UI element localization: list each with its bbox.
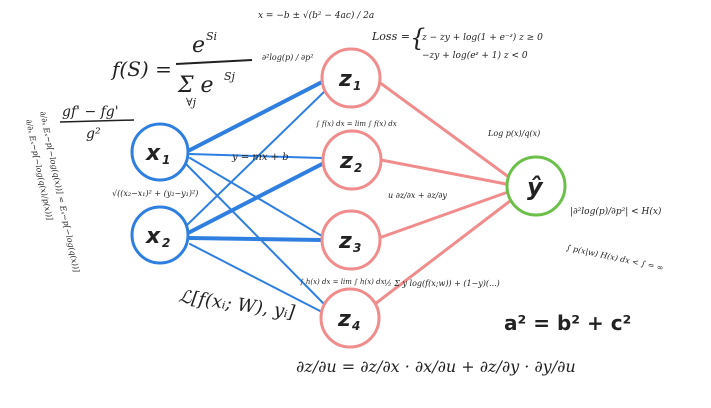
node-z4: z 4	[319, 287, 381, 349]
loss-functional: ℒ[f(xᵢ; W), yᵢ]	[177, 286, 297, 323]
node-y-hat-label: ŷ	[527, 173, 544, 201]
node-z2: z 2	[321, 129, 383, 191]
second-derivative-right: |∂²log(p)/∂p²| < H(x)	[570, 206, 662, 217]
softmax-denominator-sub: ∀j	[186, 96, 197, 109]
node-x1-sub: 1	[162, 153, 170, 167]
edge-x2-z2	[188, 162, 324, 234]
edge-x2-z3	[188, 236, 324, 242]
line-equation: y = mx + b	[231, 152, 289, 163]
edge-x1-z4	[185, 163, 327, 307]
pythagoras: a² = b² + c²	[504, 311, 631, 335]
integral-right: ∫ p(x|w) H(x) dx < ∫ = ∞	[566, 243, 665, 272]
node-z4-sub: 4	[351, 319, 360, 333]
node-z1-sub: 1	[353, 79, 361, 93]
node-z4-label: z	[337, 307, 351, 332]
node-z1: z 1	[320, 47, 382, 109]
distance-formula: √((x₂−x₁)² + (y₂−y₁)²)	[112, 189, 198, 198]
input-hidden-edges	[185, 80, 327, 313]
sum-term: ½ Σ y log(f(x;w)) + (1−y)(...)	[384, 279, 500, 288]
node-z2-label: z	[339, 149, 353, 174]
second-derivative-left: ∂²log(p) / ∂p²	[262, 53, 313, 62]
softmax-fraction-bar	[175, 59, 253, 65]
edge-z1-y	[377, 80, 512, 180]
chain-rule: ∂z/∂u = ∂z/∂x · ∂x/∂u + ∂z/∂y · ∂y/∂u	[296, 357, 576, 376]
edge-z3-y	[377, 190, 510, 240]
loss-case-1: z − zy + log(1 + e⁻ᶻ) z ≥ 0	[421, 32, 543, 43]
edge-z4-y	[373, 196, 516, 306]
loss-brace: {	[410, 24, 425, 52]
node-z3: z 3	[320, 209, 382, 271]
edge-z2-y	[379, 158, 508, 186]
edge-x2-z1	[185, 89, 327, 227]
edge-x2-z4	[189, 243, 323, 313]
chain-rule-small: u ∂z/∂x + ∂z/∂y	[388, 191, 447, 200]
softmax-numerator: e	[192, 33, 205, 58]
softmax-lhs: f(S) =	[110, 57, 172, 81]
integral-limit-1: ∫ f(x) dx = lim ∫ f(x) dx	[316, 120, 397, 128]
quotient-denominator: g²	[86, 126, 101, 142]
node-x1-label: x	[145, 141, 161, 166]
node-x2: x 2	[130, 205, 190, 265]
quotient-bar	[59, 119, 135, 123]
node-z3-sub: 3	[353, 241, 361, 255]
hidden-output-edges	[373, 80, 516, 306]
integral-limit-2: ∫ h(x) dx = lim ∫ h(x) dx	[300, 278, 385, 286]
edge-x1-z2	[189, 153, 323, 159]
quotient-numerator: gf' − fg'	[62, 104, 119, 120]
node-x2-label: x	[145, 224, 161, 249]
log-ratio: Log p(x)/q(x)	[487, 129, 540, 138]
quadratic-formula: x = −b ± √(b² − 4ac) / 2a	[258, 10, 374, 21]
node-z1-label: z	[338, 67, 352, 92]
softmax-numerator-sup: Si	[206, 30, 217, 43]
softmax-denominator: Σ e	[177, 73, 214, 98]
loss-case-2: −zy + log(eᶻ + 1) z < 0	[422, 50, 528, 61]
node-z3-label: z	[338, 229, 352, 254]
loss-label: Loss =	[371, 30, 410, 43]
node-x2-sub: 2	[162, 236, 170, 250]
node-z2-sub: 2	[354, 161, 362, 175]
node-x1: x 1	[130, 122, 190, 182]
node-y-hat: ŷ	[505, 155, 567, 217]
edge-x1-z1	[188, 80, 324, 152]
softmax-denominator-sup: Sj	[224, 70, 236, 83]
